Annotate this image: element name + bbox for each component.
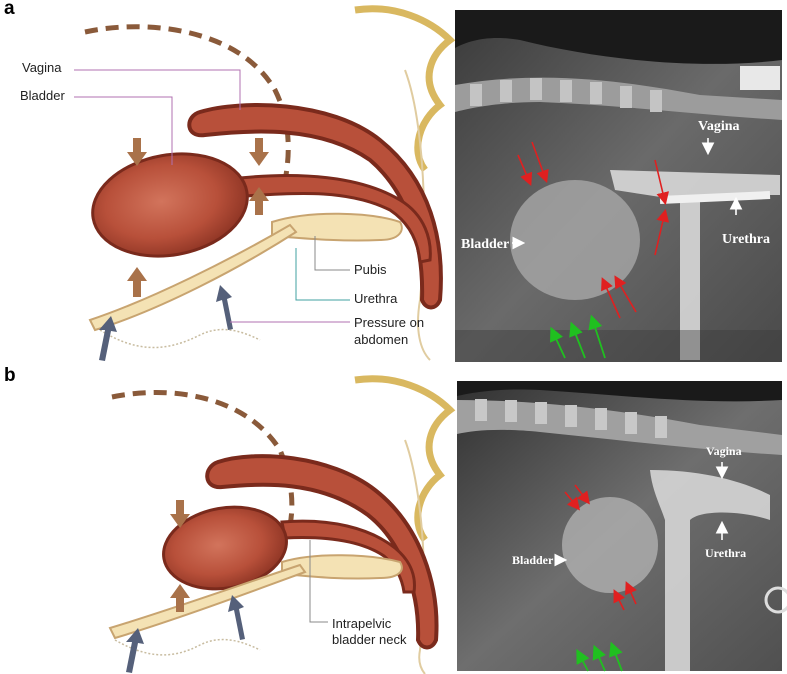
label-pressure-line1: Pressure on	[354, 315, 424, 330]
panel-a-radiograph: Vagina Bladder Urethra	[455, 10, 782, 362]
label-neck-line2: bladder neck	[332, 632, 407, 647]
panel-b-illustration: Intrapelvic bladder neck	[110, 379, 450, 674]
panel-b-radiograph: Vagina Bladder Urethra	[457, 381, 787, 671]
leader-line-neck-b	[310, 540, 328, 622]
xray-bladder-a	[510, 180, 640, 300]
bladder-a	[85, 142, 256, 268]
xray-label-bladder-a: Bladder	[461, 237, 509, 252]
label-pubis-illus: Pubis	[354, 262, 387, 277]
label-neck-line1: Intrapelvic	[332, 616, 392, 631]
xray-label-urethra-b: Urethra	[705, 546, 746, 560]
xray-label-bladder-b: Bladder	[512, 553, 554, 567]
panel-a-illustration: Vagina Bladder Pubis Urethra Pressure on…	[20, 9, 450, 361]
xray-label-vagina-a: Vagina	[698, 119, 740, 134]
label-urethra-illus: Urethra	[354, 291, 398, 306]
xray-ruler-a	[740, 66, 780, 90]
xray-label-vagina-b: Vagina	[706, 444, 742, 458]
label-bladder-illus: Bladder	[20, 88, 65, 103]
label-pressure-line2: abdomen	[354, 332, 408, 347]
label-vagina-illus: Vagina	[22, 60, 62, 75]
xray-bladder-b	[562, 497, 658, 593]
xray-label-urethra-a: Urethra	[722, 232, 770, 247]
